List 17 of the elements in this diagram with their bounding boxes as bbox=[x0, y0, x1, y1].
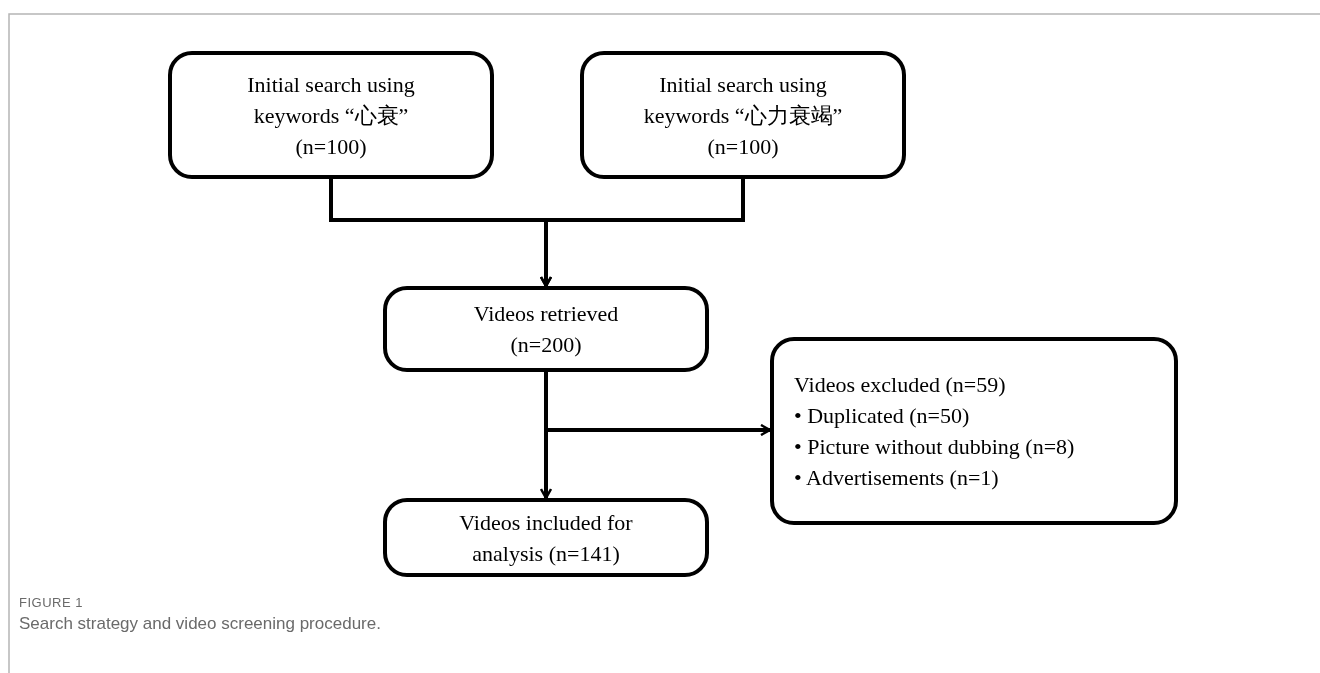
process-box bbox=[383, 286, 709, 372]
box-text: Initial search using keywords “心衰” (n=100) bbox=[246, 70, 416, 161]
process-box bbox=[168, 51, 494, 179]
list-item: • Picture without dubbing (n=8) bbox=[794, 433, 1075, 461]
box-text: Videos included for analysis (n=141) bbox=[458, 508, 634, 568]
box-heading: Videos excluded (n=59) bbox=[794, 371, 1006, 399]
figure-caption: Search strategy and video screening procedure. bbox=[19, 614, 381, 634]
box-text: Videos retrieved (n=200) bbox=[472, 300, 620, 359]
box-text: Initial search using keywords “心力衰竭” (n=100) bbox=[642, 70, 844, 161]
arrow bbox=[544, 372, 772, 437]
process-box bbox=[580, 51, 906, 179]
figure-number: FIGURE 1 bbox=[19, 595, 83, 610]
process-box bbox=[383, 498, 709, 577]
process-box bbox=[770, 337, 1178, 525]
list-item: • Advertisements (n=1) bbox=[794, 464, 1000, 492]
arrow bbox=[539, 179, 745, 288]
list-item: • Duplicated (n=50) bbox=[794, 402, 971, 430]
